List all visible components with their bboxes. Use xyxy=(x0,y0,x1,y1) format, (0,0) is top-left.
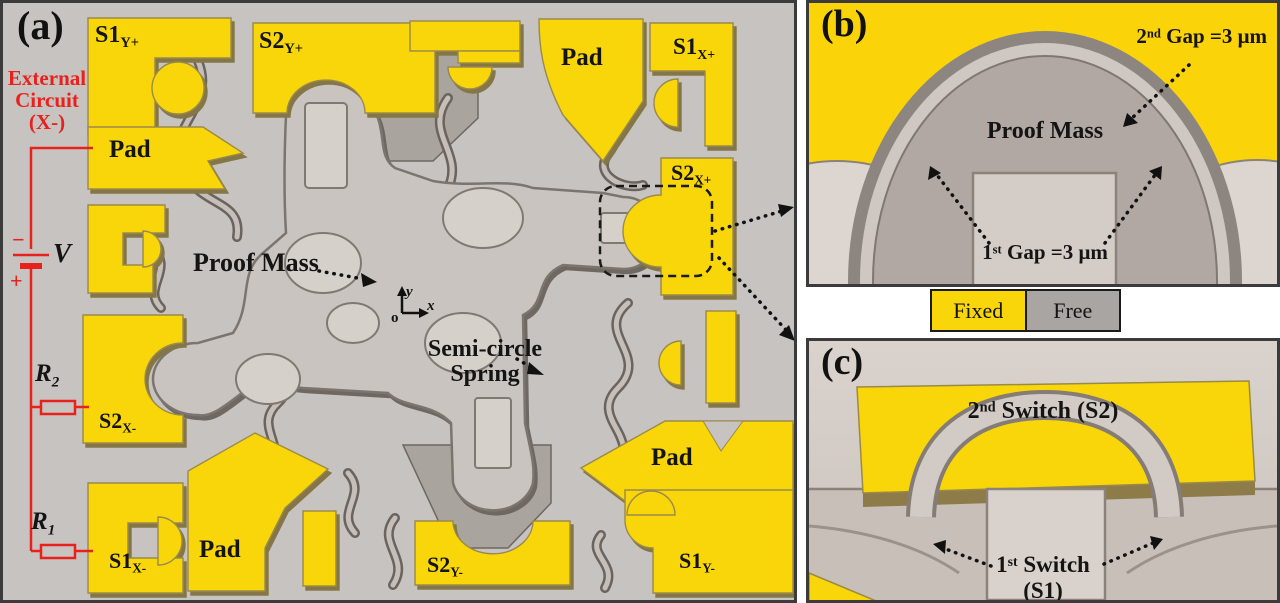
pad-label-s2y-plus: S2Y+ xyxy=(259,28,303,58)
dome-hole xyxy=(971,171,1118,284)
axis-y-label: y xyxy=(406,284,413,300)
panel-a-render xyxy=(13,17,794,594)
pad-label-s2x-minus: S2X- xyxy=(99,408,137,436)
axis-o-label: o xyxy=(391,310,399,326)
legend-free: Free xyxy=(1024,291,1119,330)
resistor-r1-label: R1 xyxy=(31,508,56,539)
coordinate-axes xyxy=(400,294,420,315)
panel-c-render xyxy=(809,380,1277,600)
first-switch-label-line1: 1st Switch xyxy=(996,552,1090,577)
switch-arrowheads xyxy=(933,536,1163,554)
battery-minus: − xyxy=(12,227,25,252)
spring-label: Semi-circle Spring xyxy=(427,336,543,388)
wing-edge-left xyxy=(809,524,960,575)
battery-plus: + xyxy=(10,268,23,293)
pad-label-s1y-minus: S1Y- xyxy=(679,548,715,576)
pad-label-s1x-plus: S1X+ xyxy=(673,34,716,62)
gap-arrowheads xyxy=(928,113,1162,180)
resistor-r2 xyxy=(39,399,77,416)
legend-fixed: Fixed xyxy=(932,291,1025,330)
resistor-r2-label: R2 xyxy=(35,360,60,391)
pad-label-s1y-plus: S1Y+ xyxy=(95,22,139,52)
proof-mass-label: Proof Mass xyxy=(193,248,319,277)
panel-c-switch-closeup: (c) 2nd Switch (S2) 1st Switch (S1) xyxy=(806,338,1280,603)
panel-b-tag: (b) xyxy=(821,3,868,45)
corner-pad xyxy=(809,572,876,600)
dome-proof-mass xyxy=(872,55,1218,284)
voltage-label: V xyxy=(53,238,72,268)
panel-b-proof-mass-label: Proof Mass xyxy=(986,118,1104,144)
axes-arrowheads xyxy=(397,286,429,318)
panel-c-tag: (c) xyxy=(821,341,864,383)
external-circuit-label: External Circuit (X-) xyxy=(7,66,87,135)
axis-x-label: x xyxy=(427,298,435,314)
zoom-region-box xyxy=(598,184,714,278)
legend-band: Fixed Free xyxy=(806,287,1280,338)
pad-notch xyxy=(702,420,744,452)
arch-beam xyxy=(910,393,1180,518)
second-gap-label: 2nd Gap =3 μm xyxy=(1136,24,1267,48)
first-switch-label-line2: (S1) xyxy=(1023,578,1063,603)
pad-label-s2y-minus: S2Y- xyxy=(427,552,463,580)
second-switch-label: 2nd Switch (S2) xyxy=(967,398,1119,424)
pad-label-left: Pad xyxy=(109,136,151,163)
arch-hole xyxy=(985,487,1107,600)
first-gap-label: 1st Gap =3 μm xyxy=(982,240,1108,264)
pad-label-right: Pad xyxy=(651,444,693,471)
wing-edge-right xyxy=(1126,524,1277,575)
pad-label-s1x-minus: S1X- xyxy=(109,548,147,576)
proof-mass-structure xyxy=(151,55,662,512)
resistor-r1 xyxy=(39,543,77,560)
pad-label-bottom-left: Pad xyxy=(199,536,241,563)
pad-label-top: Pad xyxy=(561,44,603,71)
legend: Fixed Free xyxy=(930,289,1121,332)
arrowheads xyxy=(361,204,794,375)
external-circuit-wire xyxy=(13,146,93,560)
panel-a-tag: (a) xyxy=(17,3,64,48)
panel-b-render xyxy=(809,31,1277,284)
panel-b-gap-closeup: (b) Proof Mass 2nd Gap =3 μm 1st Gap =3 … xyxy=(806,0,1280,287)
proof-mass-holes xyxy=(235,102,654,469)
gap-arrows xyxy=(935,63,1191,245)
electrode-pads xyxy=(82,17,794,594)
pad-label-s2x-plus: S2X+ xyxy=(671,160,712,188)
switch-arrows xyxy=(941,541,1155,568)
panel-a-device-overview: (a) External Circuit (X-) − + V R2 R1 Pr… xyxy=(0,0,797,603)
